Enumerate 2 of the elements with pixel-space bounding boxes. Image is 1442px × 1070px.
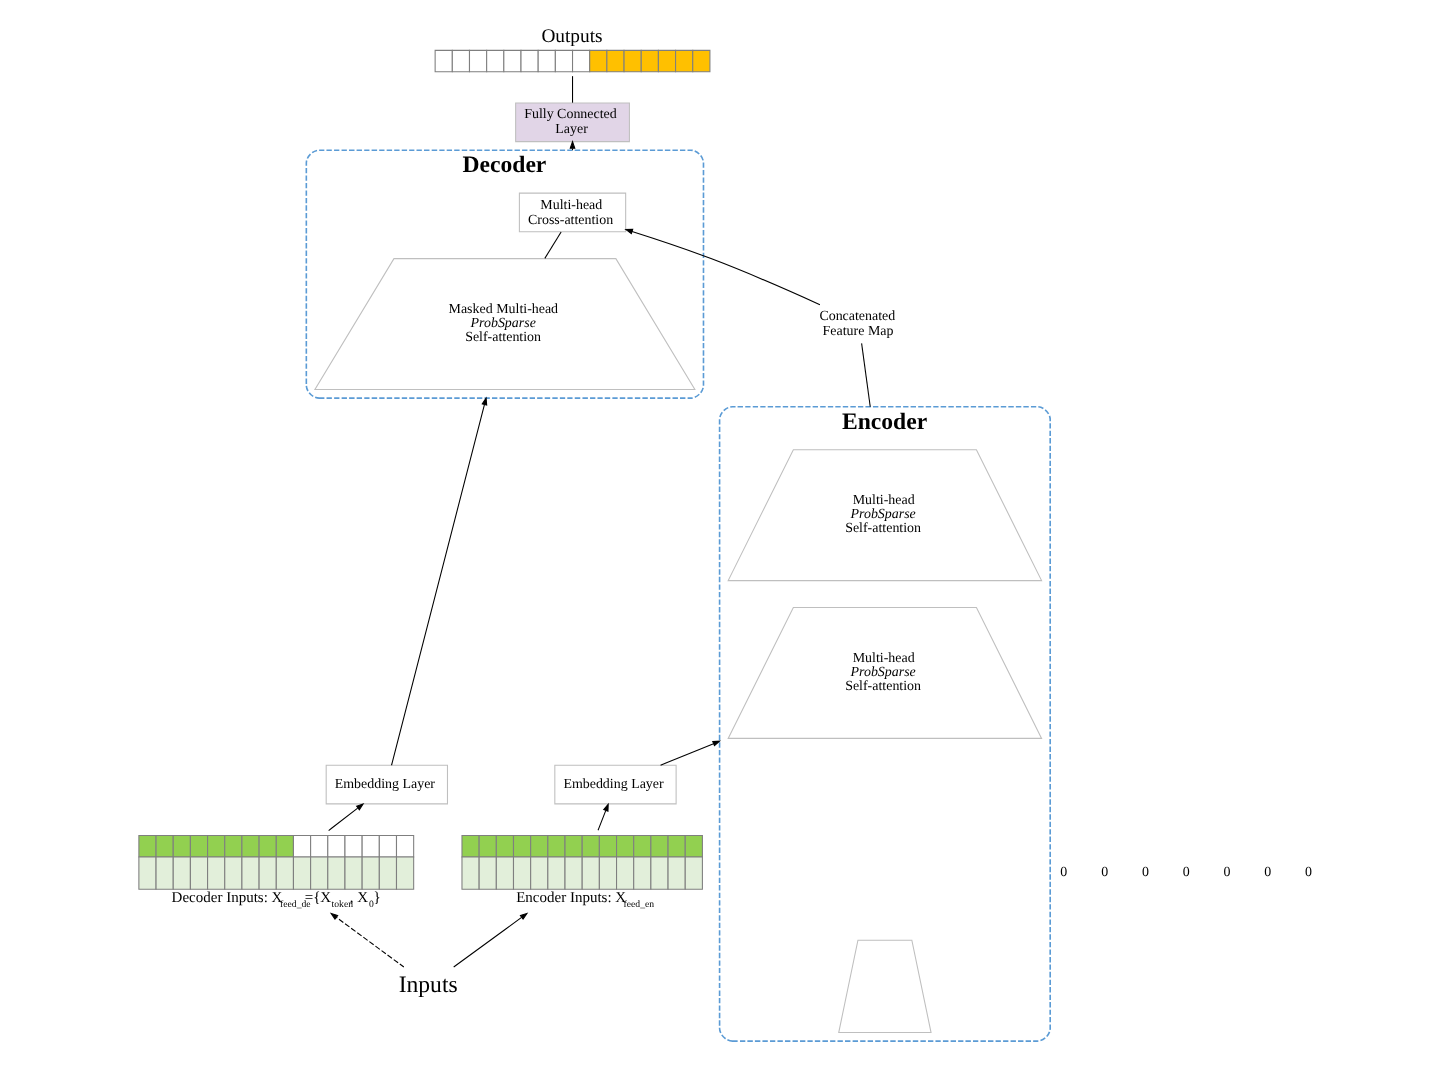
node-text: Inputs <box>397 970 457 999</box>
node-label: Outputs <box>540 26 602 49</box>
